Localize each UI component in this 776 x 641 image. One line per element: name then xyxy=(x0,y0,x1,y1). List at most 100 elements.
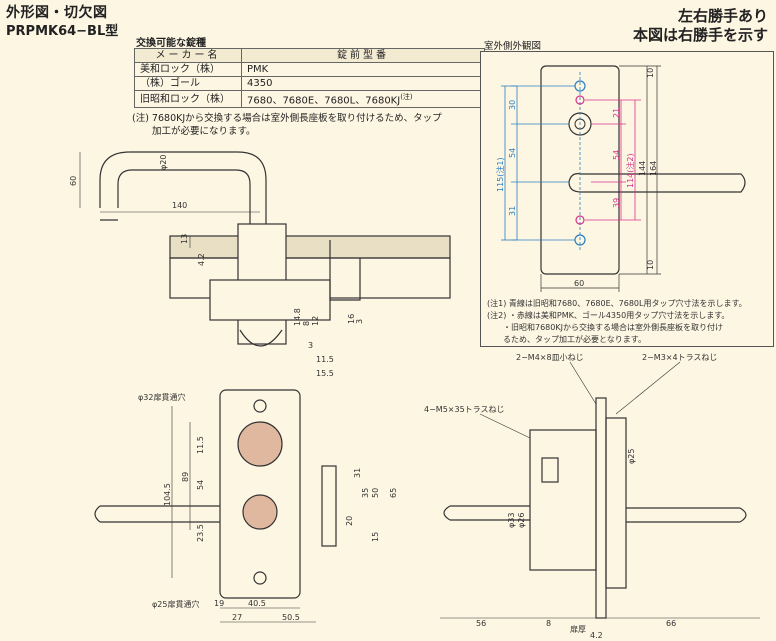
dim-4-2: 4.2 xyxy=(197,253,206,266)
latch-body xyxy=(321,465,337,547)
exterior-view-caption: 室外側外観図 xyxy=(484,41,542,52)
blue-dimension-lines xyxy=(501,72,581,252)
top-view-drawing: 60 φ20 140 13 4.2 14.8 8 12 16 3 3 11.5 … xyxy=(69,151,451,378)
dim-phi20: φ20 xyxy=(159,155,168,170)
dim-phi25: φ25 xyxy=(627,449,636,464)
dim-4-2: 4.2 xyxy=(590,631,603,640)
dim-14-8: 14.8 xyxy=(293,308,302,326)
page-title: 外形図・切欠図 xyxy=(6,5,108,21)
dim-10-bottom: 10 xyxy=(646,260,655,270)
dim-114: 114(注2) xyxy=(625,153,635,188)
column-header-model: 錠前型番 xyxy=(241,48,485,63)
door-plate xyxy=(595,397,607,619)
dim-15-5: 15.5 xyxy=(316,369,334,378)
dim-21: 21 xyxy=(612,108,621,118)
label-phi32: φ32扉貫通穴 xyxy=(138,392,185,402)
table-note-cont: 加工が必要になります。 xyxy=(152,126,256,137)
exterior-view-drawing: 30 54 31 115(注1) 21 54 39 114(注2) 10 144… xyxy=(487,65,747,344)
front-cutout-drawing: φ32扉貫通穴 φ25扉貫通穴 104.5 11.5 54 89 23.5 31… xyxy=(94,389,398,623)
top-view-dimension-lines xyxy=(79,152,260,248)
dim-115: 115(注1) xyxy=(495,157,505,192)
red-dimension-lines xyxy=(585,99,641,221)
dim-8: 8 xyxy=(546,619,551,628)
exterior-note-1: (注1) 青線は旧昭和7680、7680E、7680L用タップ穴寸法を示します。 xyxy=(487,298,747,308)
lever-outline xyxy=(99,151,267,240)
dim-15: 15 xyxy=(371,532,380,542)
model-number: PRPMK64−BL型 xyxy=(6,24,119,39)
dim-56: 56 xyxy=(476,619,486,628)
side-view-drawing: 2−M4×8皿小ねじ 2−M3×4トラスねじ 4−M5×35トラスねじ φ25 … xyxy=(424,353,760,640)
dim-20: 20 xyxy=(345,516,354,526)
dim-104-5: 104.5 xyxy=(163,483,172,506)
lever-inner-outline xyxy=(117,169,251,240)
dim-60: 60 xyxy=(574,279,584,288)
dim-89: 89 xyxy=(181,472,190,482)
hand-note-detail: 本図は右勝手を示す xyxy=(632,26,768,44)
dim-140: 140 xyxy=(172,201,187,210)
cutout-plate xyxy=(219,389,301,599)
dim-35: 35 xyxy=(361,488,370,498)
lever-handle xyxy=(568,173,746,193)
table-note: (注) 7680KJから交換する場合は室外側長座板を取り付けるため、タップ xyxy=(132,113,442,124)
lock-case xyxy=(209,279,331,321)
hand-note: 左右勝手あり xyxy=(677,7,768,25)
outer-housing xyxy=(605,417,627,589)
lever-back-curve xyxy=(239,329,283,347)
exterior-note-3: ・旧昭和7680KJから交換する場合は室外側長座板を取り付け xyxy=(503,322,723,332)
dim-60: 60 xyxy=(69,176,78,186)
lever-front xyxy=(94,505,220,523)
front-dimension-lines xyxy=(171,406,316,623)
dim-30: 30 xyxy=(508,100,517,110)
inner-lever xyxy=(443,505,530,521)
model-cell-text: 7680、7680E、7680L、7680KJ xyxy=(247,95,401,107)
table-header-row: メーカー名 錠前型番 xyxy=(134,48,485,63)
table-caption: 交換可能な錠種 xyxy=(136,38,206,49)
dim-10-top: 10 xyxy=(646,68,655,78)
phi25-hole xyxy=(242,494,278,530)
table-row: （株）ゴール 4350 xyxy=(134,76,485,91)
exterior-note-4: るため、タップ加工が必要となります。 xyxy=(503,334,646,344)
dim-66: 66 xyxy=(666,619,676,628)
phi32-hole xyxy=(237,421,283,467)
screw-label-m5: 4−M5×35トラスねじ xyxy=(424,405,505,414)
maker-cell: 美和ロック（株） xyxy=(134,62,242,77)
dim-164: 164 xyxy=(649,161,658,176)
dim-54-red: 54 xyxy=(612,150,621,160)
model-cell: 4350 xyxy=(241,76,485,91)
model-cell: PMK xyxy=(241,62,485,77)
exterior-view-panel: 30 54 31 115(注1) 21 54 39 114(注2) 10 144… xyxy=(480,51,774,347)
model-cell-note: (注) xyxy=(400,93,413,101)
dim-54: 54 xyxy=(196,480,205,490)
dim-door-thickness: 扉厚 xyxy=(570,624,586,634)
dim-13: 13 xyxy=(180,234,189,244)
dim-31: 31 xyxy=(508,206,517,216)
maker-cell: （株）ゴール xyxy=(134,76,242,91)
latch-outline xyxy=(329,240,361,301)
dim-39: 39 xyxy=(612,198,621,208)
screw-hole xyxy=(253,571,267,585)
side-view-dimension-lines xyxy=(440,361,760,619)
dim-12: 12 xyxy=(311,316,320,326)
screw-label-m4: 2−M4×8皿小ねじ xyxy=(516,353,584,362)
dim-phi26: φ26 xyxy=(517,513,526,528)
door-section xyxy=(169,235,451,259)
dim-phi33: φ33 xyxy=(507,513,516,528)
dim-3-bottom: 3 xyxy=(308,341,313,350)
model-cell: 7680、7680E、7680L、7680KJ(注) xyxy=(241,89,485,109)
dim-144: 144 xyxy=(638,161,647,176)
exterior-note-2: (注2) ・赤線は美和PMK、ゴール4350用タップ穴寸法を示します。 xyxy=(487,310,729,320)
dim-65: 65 xyxy=(389,488,398,498)
dim-54: 54 xyxy=(508,148,517,158)
dim-23-5: 23.5 xyxy=(196,524,205,542)
dim-27: 27 xyxy=(232,613,242,622)
dim-11-5: 11.5 xyxy=(316,355,334,364)
escutcheon-plate xyxy=(540,65,620,275)
dim-16: 16 xyxy=(347,314,356,324)
outer-lever xyxy=(626,507,747,523)
label-phi25: φ25扉貫通穴 xyxy=(152,599,199,609)
dim-8: 8 xyxy=(302,321,311,326)
dim-19: 19 xyxy=(214,599,224,608)
dim-40-5: 40.5 xyxy=(248,599,266,608)
screw-hole xyxy=(253,399,267,413)
table-row: 旧昭和ロック（株） 7680、7680E、7680L、7680KJ(注) xyxy=(134,89,485,109)
